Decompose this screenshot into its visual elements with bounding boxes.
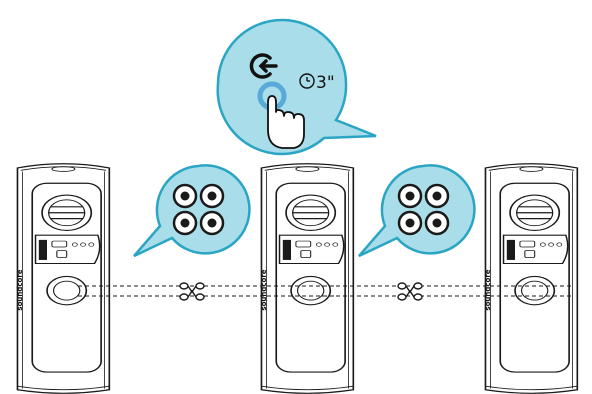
speaker-center-brand-label: soundcore <box>260 269 268 310</box>
connector-callout-right <box>358 164 476 258</box>
stopwatch-icon <box>299 73 315 89</box>
duration-label: 3" <box>316 73 335 93</box>
link-lines <box>78 285 574 297</box>
speaker-left <box>16 162 111 394</box>
instruction-callout: 3" <box>216 18 377 156</box>
cable-connector-icon <box>397 282 423 301</box>
speaker-left-brand-label: soundcore <box>16 269 24 310</box>
link-cable-right <box>397 282 423 301</box>
speaker-right-brand-label: soundcore <box>484 269 492 310</box>
link-cable-left <box>179 282 205 301</box>
power-connect-icon <box>249 53 278 79</box>
connector-callout-left <box>133 164 251 258</box>
tap-hand-icon <box>267 95 305 149</box>
cable-connector-icon <box>179 282 205 301</box>
speaker-center <box>260 162 355 394</box>
speaker-right <box>484 162 579 394</box>
